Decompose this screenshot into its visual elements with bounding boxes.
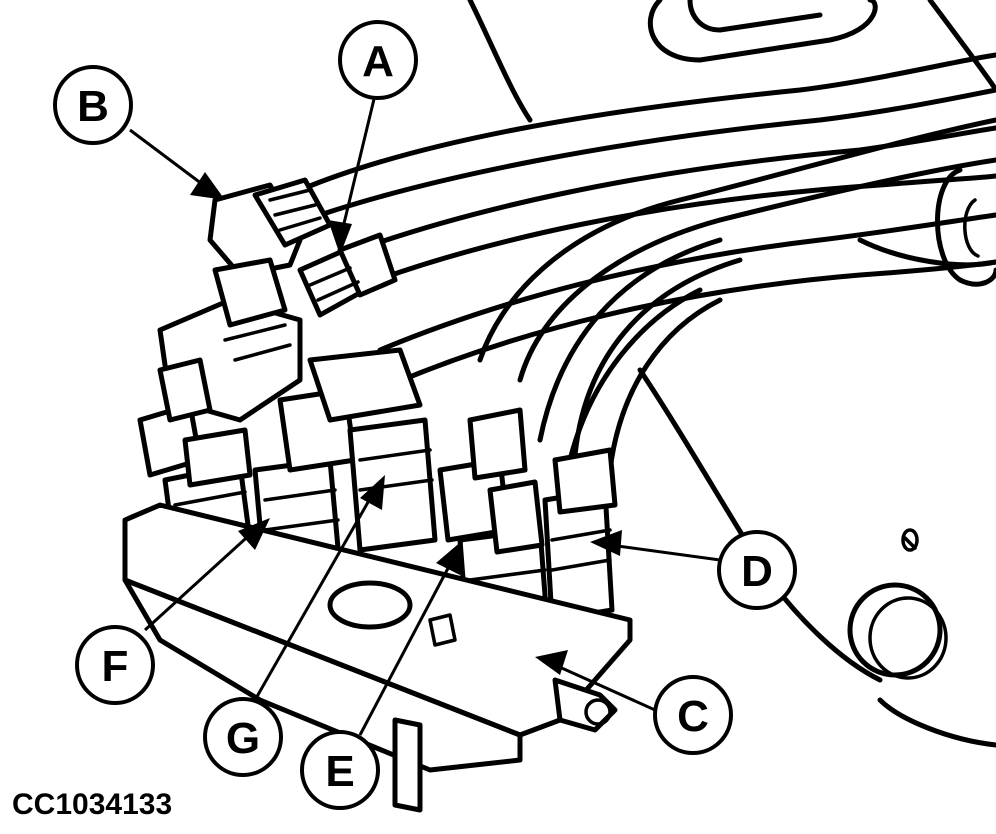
- callout-e-letter: E: [325, 747, 354, 796]
- fitting-a: [297, 232, 398, 318]
- plug-cap: [847, 528, 948, 680]
- leader-lines: [129, 94, 721, 736]
- callout-a: A: [338, 20, 418, 100]
- tee-valve-body: [137, 257, 303, 478]
- callout-c: C: [653, 675, 733, 755]
- callout-b: B: [53, 65, 133, 145]
- callout-f: F: [75, 625, 155, 705]
- callout-b-letter: B: [77, 82, 109, 131]
- callout-d-letter: D: [741, 547, 773, 596]
- callout-f-letter: F: [102, 642, 129, 691]
- hydraulic-hoses: [297, 52, 996, 473]
- callout-g-letter: G: [226, 714, 260, 763]
- manifold-block: [122, 502, 633, 813]
- fitting-b: [207, 177, 333, 278]
- callout-a-letter: A: [362, 37, 394, 86]
- callout-d: D: [717, 530, 797, 610]
- figure-id-label: CC1034133: [12, 788, 173, 821]
- callout-g: G: [203, 697, 283, 777]
- callout-e: E: [300, 730, 380, 810]
- callout-c-letter: C: [677, 692, 709, 741]
